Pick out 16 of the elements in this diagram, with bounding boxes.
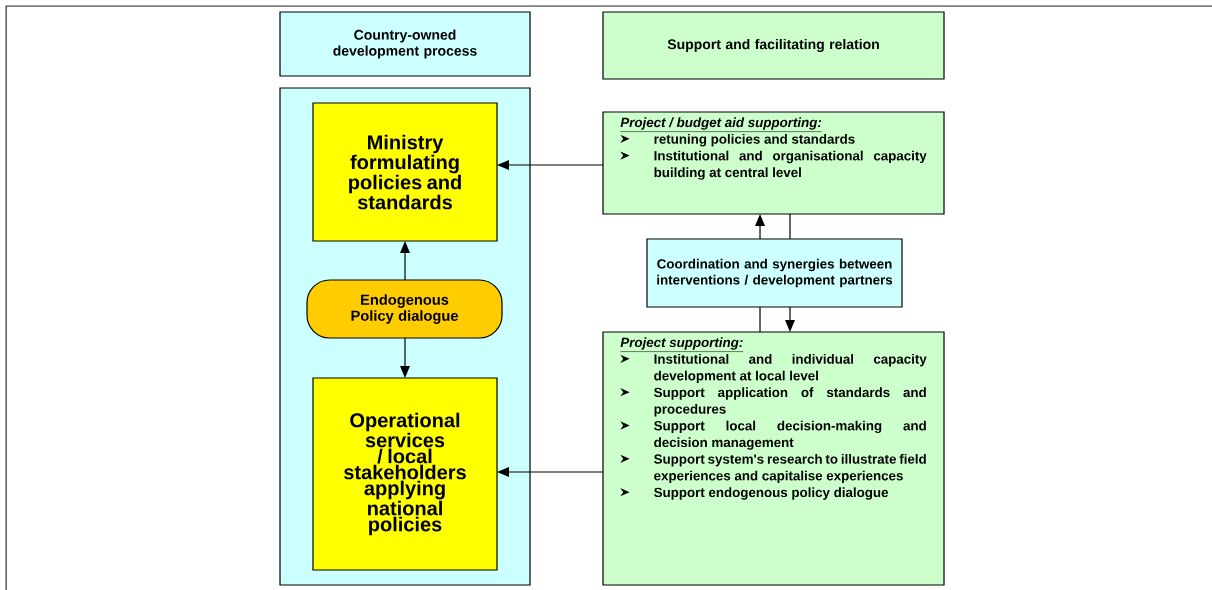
arrow — [497, 467, 604, 477]
arrow — [785, 306, 795, 332]
arrow — [755, 214, 765, 240]
arrow — [400, 241, 410, 281]
arrow — [497, 160, 604, 170]
list-box: Project / budget aid supporting: retuning policies and standards Institutional and organisational capacity building at central level — [602, 111, 945, 215]
heading-box: Country-owned development process — [279, 11, 531, 77]
process-box: Operational services / local stakeholders applying national policies — [312, 377, 498, 571]
list-box: Project supporting: Institutional and individual capacity development at local level Support application of standards and procedures Support local decision-making and decision management Support system's research to illustrate field experiences and capitalise experiences Support endogenous policy dialogue — [602, 331, 945, 586]
process-box: Ministry formulating policies and standards — [312, 102, 498, 242]
arrow — [400, 337, 410, 378]
heading-box: Support and facilitating relation — [602, 11, 945, 80]
connector-line — [759, 306, 761, 333]
connector-line — [789, 213, 791, 240]
rounded-box: Endogenous Policy dialogue — [306, 279, 503, 339]
process-box: Coordination and synergies between interventions / development partners — [646, 238, 903, 308]
